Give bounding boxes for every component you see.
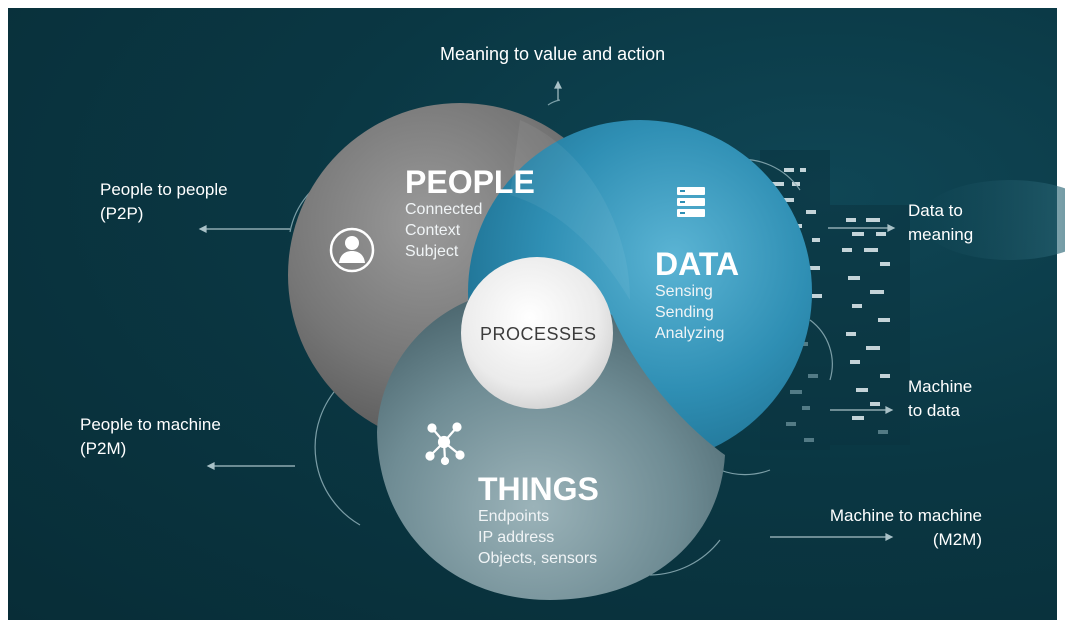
data-text-block: DATA Sensing Sending Analyzing: [655, 247, 739, 344]
label-m2m: Machine to machine (M2M): [829, 506, 982, 549]
things-item: Objects, sensors: [478, 550, 598, 567]
label-machine-to-data: Machine to data: [908, 377, 973, 420]
data-item: Sensing: [655, 283, 713, 300]
people-text-block: PEOPLE Connected Context Subject: [405, 165, 535, 262]
data-item: Analyzing: [655, 325, 725, 342]
things-title: THINGS: [478, 471, 599, 507]
things-item: IP address: [478, 529, 555, 546]
label-p2p: People to people (P2P): [100, 180, 228, 223]
things-item: Endpoints: [478, 508, 550, 525]
server-icon: [677, 187, 705, 217]
label-data-to-meaning: Data to meaning: [908, 201, 974, 244]
things-circle: [377, 290, 725, 600]
arrows: [198, 80, 896, 541]
processes-circle: [461, 257, 613, 409]
people-item: Subject: [405, 243, 459, 260]
processes-label: PROCESSES: [480, 324, 597, 344]
things-text-block: THINGS Endpoints IP address Objects, sen…: [478, 472, 599, 569]
network-node-icon: [425, 422, 465, 466]
people-item: Context: [405, 222, 461, 239]
person-icon: [329, 227, 375, 273]
people-title: PEOPLE: [405, 164, 535, 200]
label-p2m: People to machine (P2M): [80, 415, 221, 458]
people-item: Connected: [405, 201, 483, 218]
cloud-shape: [920, 180, 1065, 260]
data-item: Sending: [655, 304, 714, 321]
data-title: DATA: [655, 246, 740, 282]
label-meaning-value-action: Meaning to value and action: [440, 44, 666, 64]
